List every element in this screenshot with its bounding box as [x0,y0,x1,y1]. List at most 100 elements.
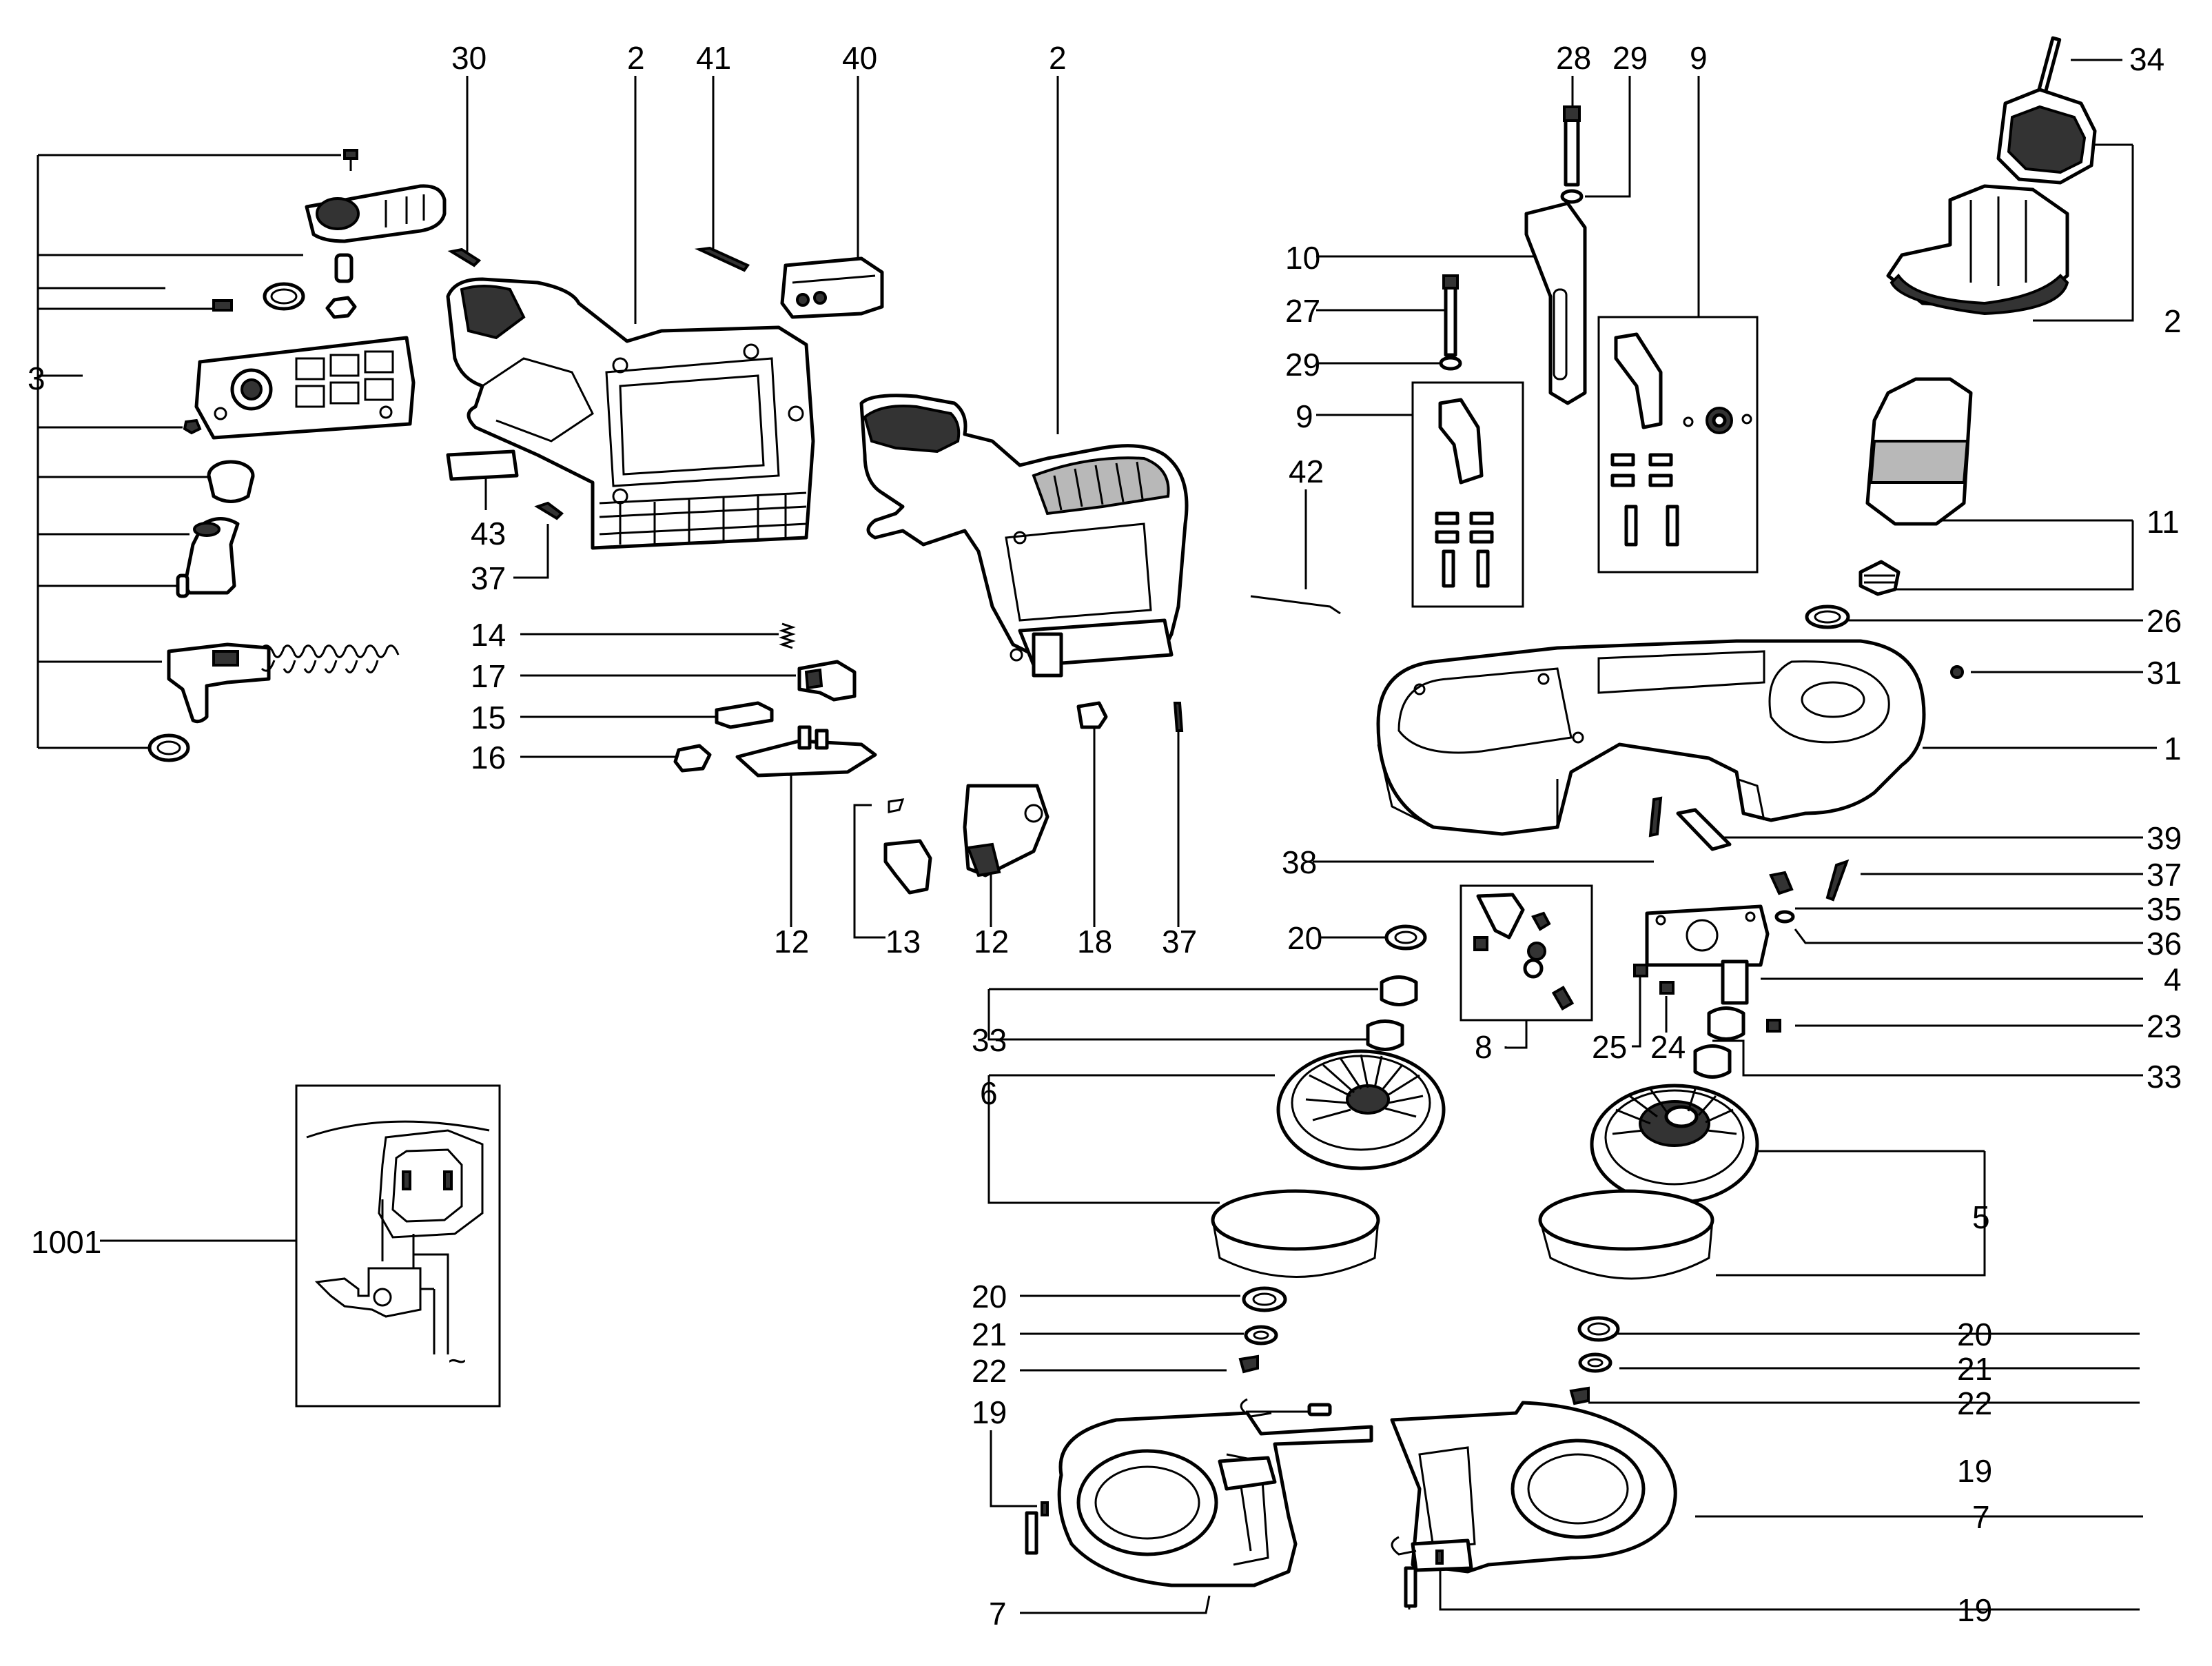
callout-19: 19 [1957,1453,1992,1489]
part-3-assembly [147,149,447,762]
callout-15: 15 [471,700,506,735]
callout-numbers: 30 2 41 40 2 28 29 9 34 3 10 27 29 9 2 4… [28,40,2182,1632]
bearing-icon [1366,1019,1404,1051]
cover-plate-right [1390,1401,1677,1574]
callout-33: 33 [972,1022,1007,1058]
washer-icon [1384,924,1427,951]
bearing-icon [1693,1044,1732,1079]
leader-lines [37,59,2157,1614]
spring-lever-icon [167,642,271,724]
callout-24: 24 [1650,1029,1686,1065]
screw-icon [1769,871,1794,895]
slider-icon [715,701,774,729]
washer-icon [147,733,190,762]
washer-icon [1439,356,1462,371]
callout-12: 12 [974,924,1009,959]
screw-icon [1624,505,1638,547]
clip-icon [1076,701,1108,729]
cover-plate-left [1057,1411,1373,1587]
housing-half-left [446,277,815,550]
screw-icon [1238,1354,1259,1374]
guide-arm-icon [1524,201,1587,405]
callout-40: 40 [842,40,877,76]
callout-19: 19 [1957,1592,1992,1628]
callout-29: 29 [1285,347,1320,383]
trigger-icon [883,839,932,895]
callout-20: 20 [1287,920,1322,956]
callout-7: 7 [1972,1499,1990,1535]
callout-14: 14 [471,617,506,653]
callout-25: 25 [1592,1029,1627,1065]
callout-30: 30 [451,40,487,76]
label-sheet-icon [446,449,519,481]
callout-2: 2 [627,40,645,76]
pinion-gear-icon [1858,560,1901,596]
callout-29: 29 [1612,40,1648,76]
screws-top [447,246,750,520]
screw-icon [1476,549,1490,588]
callout-7: 7 [989,1596,1007,1632]
main-frame [1376,639,1964,836]
screw-icon [534,501,564,520]
left-bearings [1366,924,1427,1051]
screw-icon [1825,859,1850,902]
hex-key-icon [1250,595,1341,615]
nut-icon [1950,665,1964,679]
washer-icon [263,282,305,311]
callout-37: 37 [1162,924,1197,959]
callout-21: 21 [972,1317,1007,1352]
blade-guide-parts [1411,105,1759,608]
screw-icon [1569,1386,1590,1405]
housing-half-right [859,394,1189,678]
screw-icon [1442,549,1455,588]
callout-6: 6 [980,1075,998,1111]
callout-2: 2 [2164,303,2182,339]
housing-shell-icon [446,277,815,550]
bolt-icon [1444,277,1457,357]
motor-parts [1805,36,2097,629]
wheel-left [1276,1049,1446,1170]
tyres [1211,1189,1714,1280]
washer-icon [1242,1286,1287,1312]
callout-17: 17 [471,658,506,694]
callout-37: 37 [471,560,506,596]
ac-symbol: ~ [448,1343,467,1379]
callout-16: 16 [471,740,506,775]
callout-12: 12 [774,924,809,959]
base-plate-icon [194,336,416,440]
screw-icon [1404,1566,1417,1608]
kit-box-8 [1460,884,1593,1022]
tyre-icon [1211,1189,1380,1251]
callout-19: 19 [972,1394,1007,1430]
callout-22: 22 [1957,1385,1992,1421]
callout-36: 36 [2147,926,2182,962]
screw-icon [1173,702,1184,732]
nut-icon [325,296,357,319]
bearing-icon [1380,975,1418,1006]
callout-9: 9 [1690,40,1708,76]
spring-icon [888,798,905,813]
callout-10: 10 [1285,240,1320,276]
callout-27: 27 [1285,293,1320,329]
bracket-icon [1476,893,1525,939]
block-icon [1676,808,1732,851]
wiring-schematic: ~ [295,1084,501,1408]
spring-icon [260,644,400,673]
spring-icon [779,622,796,649]
callout-1: 1 [2164,731,2182,766]
callout-31: 31 [2147,655,2182,691]
screw-icon [2036,36,2062,99]
callout-22: 22 [972,1353,1007,1389]
shaft-icon [1721,959,1749,1005]
callout-35: 35 [2147,891,2182,927]
callout-42: 42 [1289,454,1324,489]
callout-11: 11 [2147,504,2180,540]
washer-icon [1244,1325,1278,1345]
callout-38: 38 [1282,844,1317,880]
retaining-ring-icon [1805,605,1850,629]
right-bearings [1693,1006,1745,1079]
washer-icon [1578,1352,1612,1373]
band-saw-frame-icon [1376,639,1926,836]
tyre-icon [1538,1189,1714,1251]
bearing-icon [1527,942,1546,961]
